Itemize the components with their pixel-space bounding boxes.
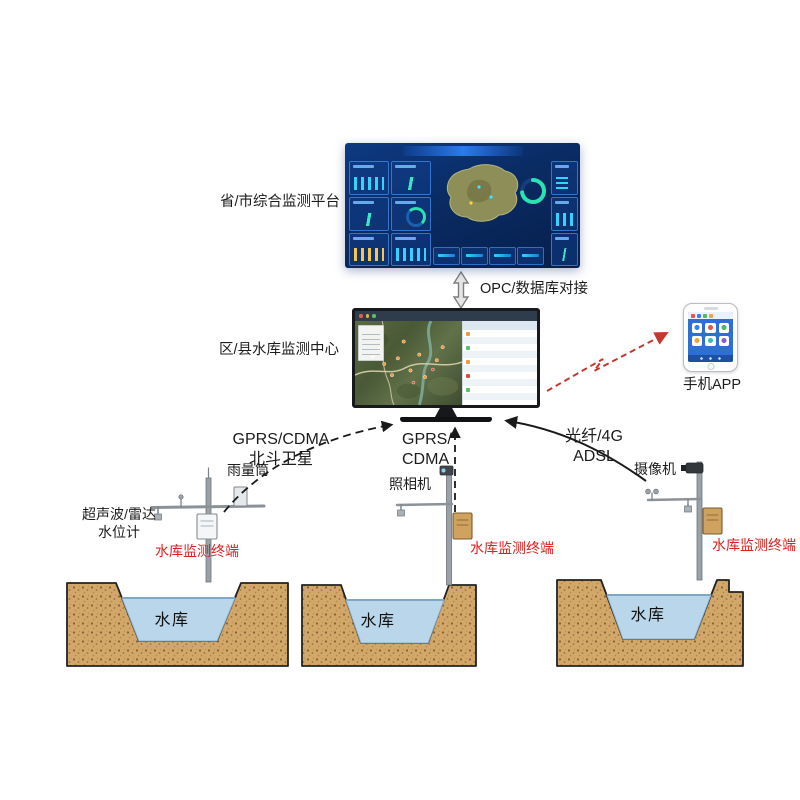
station-3-sensor bbox=[684, 505, 692, 513]
monitor-screen bbox=[352, 308, 540, 408]
link-right-line1: 光纤/4G bbox=[565, 428, 623, 445]
dash-panel bbox=[391, 233, 431, 266]
terminal-label-3: 水库监测终端 bbox=[712, 537, 796, 553]
app-tile bbox=[718, 336, 729, 346]
dashboard-titlebar bbox=[403, 146, 523, 156]
dash-panel bbox=[349, 233, 389, 266]
app-icon-grid bbox=[688, 319, 733, 350]
app-tile bbox=[705, 336, 716, 346]
reservoir-label-1: 水库 bbox=[154, 612, 190, 629]
mobile-phone bbox=[683, 303, 738, 372]
station-2-pole bbox=[446, 469, 452, 586]
station-3-equipment bbox=[645, 461, 723, 581]
dash-panel bbox=[349, 197, 389, 231]
phone-link-arrow bbox=[546, 332, 669, 392]
reservoir-label-2: 水库 bbox=[360, 613, 396, 630]
station-2-equipment bbox=[395, 465, 473, 586]
link-left-line2: 北斗卫星 bbox=[248, 451, 313, 469]
app-tile bbox=[705, 323, 716, 333]
video-camera-label: 摄像机 bbox=[634, 461, 676, 477]
phone-speaker bbox=[703, 307, 718, 310]
reservoir-label-3: 水库 bbox=[630, 607, 666, 624]
platform-label: 省/市综合监测平台 bbox=[219, 194, 341, 210]
map-layers-panel bbox=[358, 325, 384, 361]
wind-sensor bbox=[154, 513, 162, 521]
still-camera bbox=[439, 465, 454, 476]
dash-stat-box bbox=[489, 247, 516, 265]
opc-link-label: OPC/数据库对接 bbox=[480, 281, 588, 297]
monitor-toolbar bbox=[355, 311, 537, 321]
dash-stat-box bbox=[517, 247, 544, 265]
water-level-line2: 水位计 bbox=[97, 523, 140, 540]
link-right-label: 光纤/4G ADSL bbox=[565, 427, 623, 468]
station-1-equipment bbox=[150, 467, 266, 583]
link-middle-label: GPRS/ CDMA bbox=[402, 430, 452, 471]
dash-panel bbox=[551, 197, 578, 231]
camera-label: 照相机 bbox=[389, 476, 431, 492]
table-rows bbox=[463, 330, 537, 405]
reservoir-3 bbox=[556, 579, 744, 667]
reservoir-2 bbox=[301, 584, 477, 667]
dash-panel bbox=[551, 233, 578, 266]
dash-panel bbox=[391, 161, 431, 195]
link-middle-line2: CDMA bbox=[402, 451, 450, 469]
dash-panel bbox=[391, 197, 431, 231]
app-navbar bbox=[688, 355, 733, 362]
dash-stat-box bbox=[433, 247, 460, 265]
station-2-sensor bbox=[397, 509, 405, 517]
dash-panel bbox=[551, 161, 578, 195]
water-level-line1: 超声波/雷达 bbox=[82, 506, 156, 522]
terminal-label-2: 水库监测终端 bbox=[470, 540, 554, 556]
dash-panel bbox=[349, 161, 389, 195]
phone-home-button bbox=[707, 362, 714, 370]
link-right-line2: ADSL bbox=[573, 448, 615, 466]
terminal-label-1: 水库监测终端 bbox=[155, 543, 239, 559]
fiber-right-arrow bbox=[504, 416, 647, 482]
monitor-stand-neck bbox=[435, 408, 457, 417]
phone-app-screen bbox=[688, 312, 733, 362]
app-tile bbox=[692, 336, 703, 346]
anemometer-cup bbox=[653, 488, 659, 495]
monitor-center-label: 区/县水库监测中心 bbox=[218, 342, 340, 358]
province-platform-dashboard bbox=[345, 143, 580, 268]
monitor-data-table bbox=[462, 321, 537, 405]
link-left-label: GPRS/CDMA 北斗卫星 bbox=[233, 430, 330, 471]
opc-double-arrow bbox=[452, 270, 470, 310]
station-3-crossarm bbox=[646, 497, 702, 502]
reservoir-1 bbox=[66, 582, 289, 667]
dash-stat-box bbox=[461, 247, 488, 265]
county-center-monitor bbox=[352, 308, 540, 422]
station-3-pole bbox=[696, 461, 703, 581]
water-level-gauge-label: 超声波/雷达 水位计 bbox=[82, 506, 156, 542]
anemometer-cup bbox=[645, 488, 651, 495]
rain-gauge-label: 雨量筒 bbox=[227, 462, 269, 478]
uplink-arrows bbox=[223, 332, 669, 513]
phone-app-label: 手机APP bbox=[682, 377, 742, 393]
monitor-stand-base bbox=[400, 417, 492, 422]
terminal-box-2 bbox=[452, 512, 473, 540]
link-middle-line1: GPRS/ bbox=[402, 431, 452, 448]
app-tile bbox=[692, 323, 703, 333]
app-tile bbox=[718, 323, 729, 333]
terminal-box-3 bbox=[702, 507, 723, 535]
app-topbar bbox=[688, 312, 733, 319]
link-left-line1: GPRS/CDMA bbox=[232, 431, 330, 448]
station-2-crossarm bbox=[395, 502, 454, 507]
video-camera bbox=[685, 462, 704, 474]
dashboard-province-map bbox=[446, 164, 546, 222]
monitor-map bbox=[355, 321, 463, 405]
station-1-crossarm bbox=[150, 504, 266, 509]
